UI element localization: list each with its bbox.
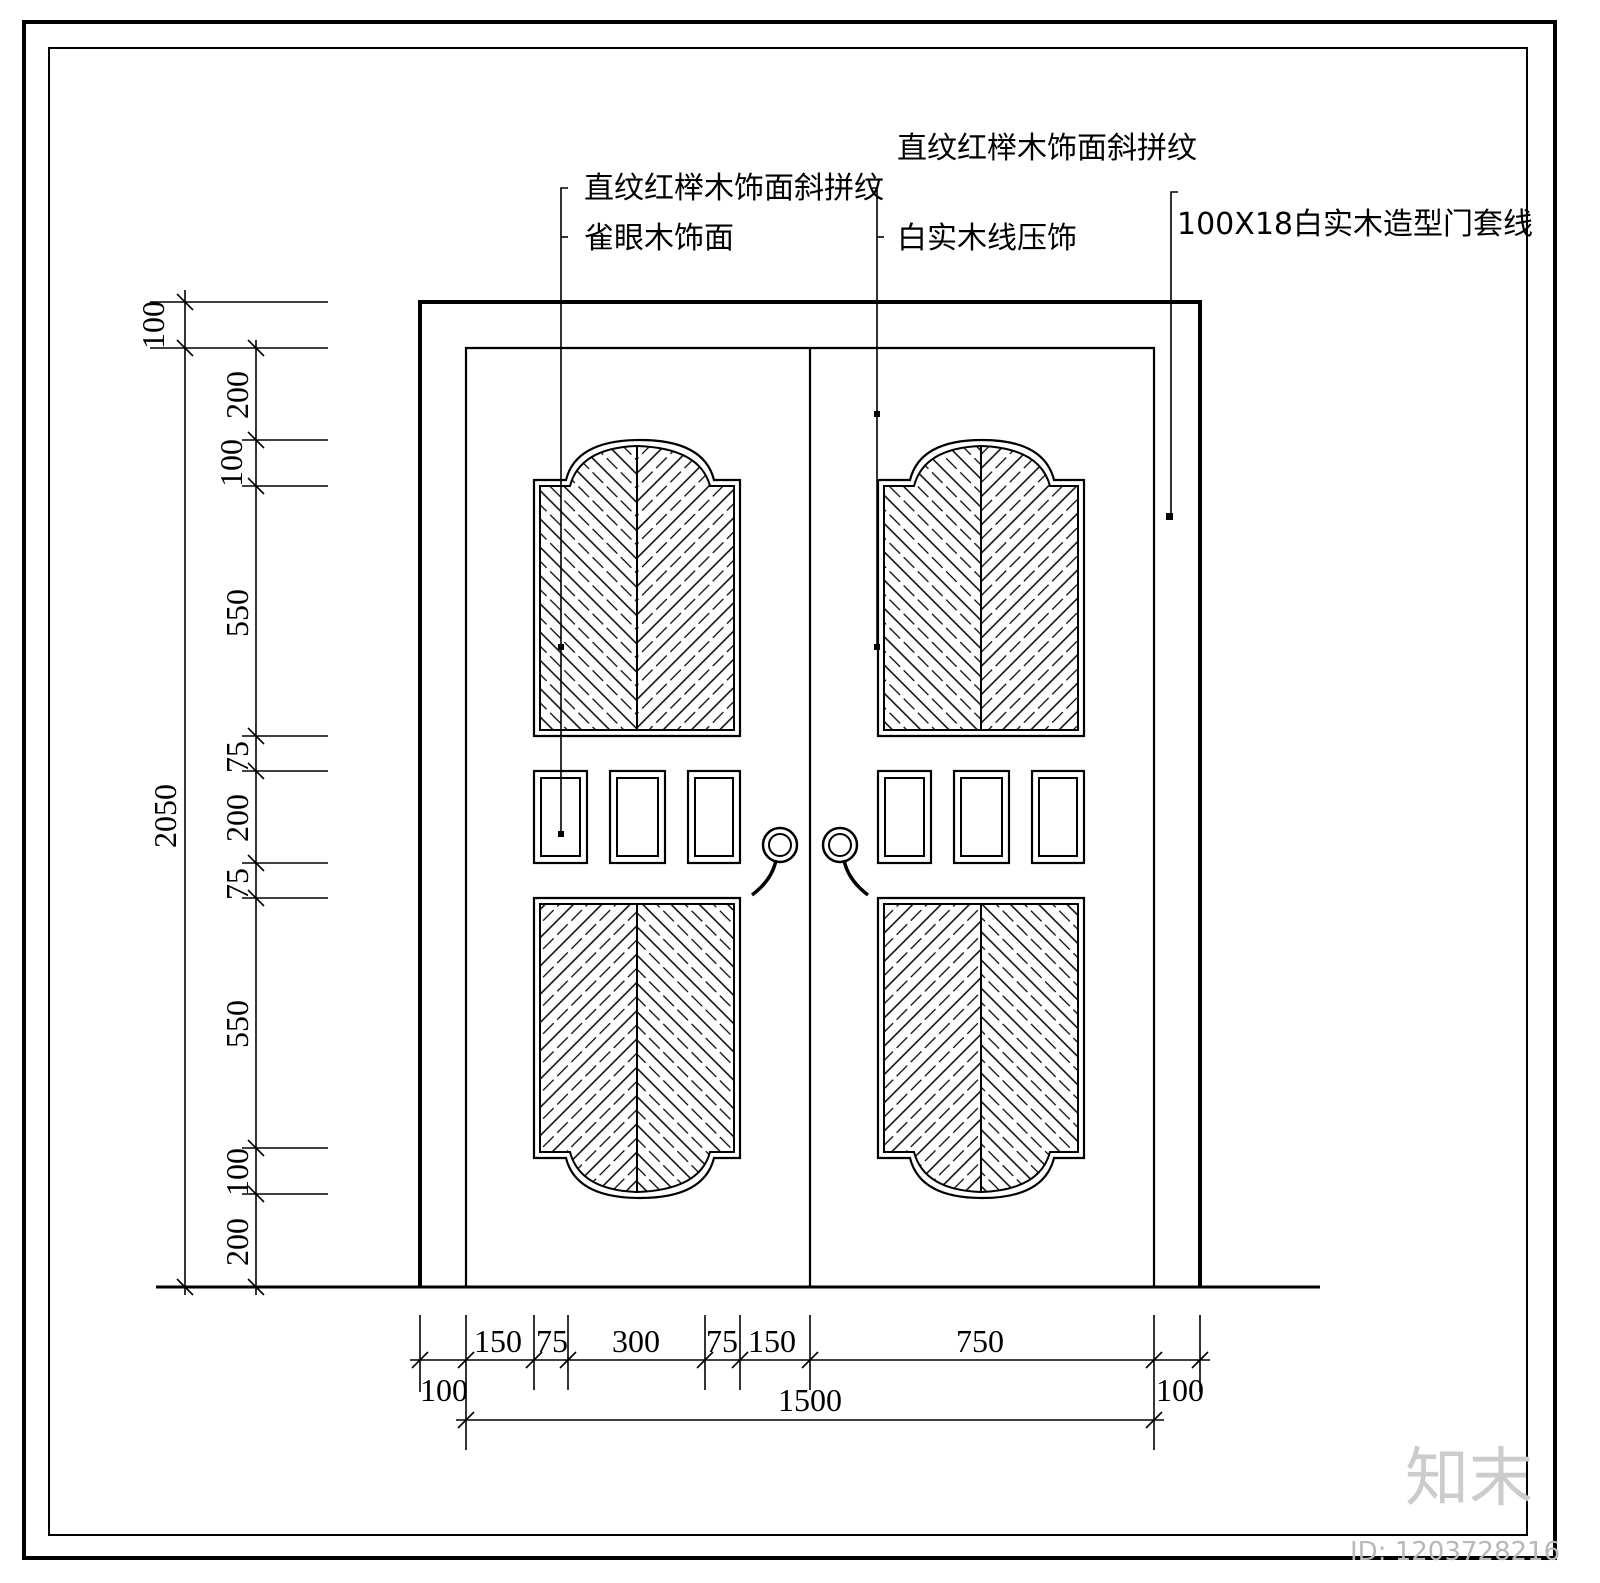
dim-vertical-0: 100	[135, 301, 171, 349]
left-small-panel-3-inner	[694, 777, 734, 857]
left-small-panel-3	[686, 769, 742, 865]
watermark-logo: 知末	[1405, 1442, 1533, 1516]
dim-vertical-4: 75	[219, 741, 255, 773]
left-upper-panel-frame	[532, 438, 742, 738]
left-small-panel-2-inner	[616, 777, 659, 857]
watermark-id: ID: 1203728216	[1350, 1537, 1560, 1567]
dim-horizontal-top-1: 75	[536, 1323, 568, 1359]
left-small-panel-2	[608, 769, 667, 865]
horizontal-dimension-lines	[410, 1315, 1210, 1450]
left-lower-panel-frame	[532, 896, 742, 1200]
right-small-panel-2	[952, 769, 1011, 865]
door-casing-outer	[418, 300, 1202, 1287]
outer-border	[22, 20, 1557, 1560]
dim-vertical-9: 200	[219, 1218, 255, 1266]
dim-horizontal-top-4: 150	[748, 1323, 796, 1359]
dim-horizontal-top-2: 300	[612, 1323, 660, 1359]
annotation-left-bottom: 雀眼木饰面	[584, 221, 734, 256]
right-upper-panel-frame	[876, 438, 1086, 738]
left-lower-panel-inlay-r	[636, 903, 735, 1194]
right-door-leaf	[821, 438, 1086, 1200]
left-door-handle-icon	[750, 826, 799, 897]
dim-horizontal-bottom-2: 100	[1156, 1372, 1204, 1408]
annotation-top-center: 直纹红榉木饰面斜拼纹	[897, 131, 1197, 166]
right-lower-panel-frame	[876, 896, 1086, 1200]
right-small-panel-3-inner	[1038, 777, 1078, 857]
annotation-right-center: 白实木线压饰	[897, 221, 1077, 256]
right-small-panel-1-inner	[884, 777, 925, 857]
dim-vertical-5: 200	[219, 794, 255, 842]
right-lower-panel-inlay-r	[980, 903, 1079, 1194]
dim-vertical-8: 100	[219, 1148, 255, 1196]
right-small-panel-1	[876, 769, 933, 865]
right-small-panel-3	[1030, 769, 1086, 865]
left-door-leaf	[532, 438, 799, 1200]
right-upper-panel-inlay-l	[883, 444, 982, 731]
right-lower-panel-inlay-l	[883, 903, 982, 1194]
left-upper-panel-inlay-r	[636, 444, 735, 731]
dim-vertical-2: 100	[213, 439, 249, 487]
vertical-dimension-lines	[150, 290, 328, 1296]
left-upper-panel-inlay-l	[539, 444, 638, 731]
annotation-right-frame: 100X18白实木造型门套线	[1177, 207, 1533, 242]
dim-vertical-6: 75	[219, 868, 255, 900]
dim-vertical-1: 200	[219, 371, 255, 419]
dim-horizontal-top-5: 750	[956, 1323, 1004, 1359]
dim-vertical-total: 2050	[147, 784, 183, 848]
inner-border	[48, 47, 1528, 1536]
dim-horizontal-top-3: 75	[706, 1323, 738, 1359]
dim-horizontal-bottom-1: 1500	[778, 1382, 842, 1418]
annotation-left-top: 直纹红榉木饰面斜拼纹	[584, 171, 884, 206]
dim-vertical-3: 550	[219, 589, 255, 637]
right-upper-panel-inlay-r	[980, 444, 1079, 731]
dim-horizontal-top-0: 150	[474, 1323, 522, 1359]
dim-vertical-7: 550	[219, 1000, 255, 1048]
right-door-handle-icon	[821, 826, 870, 897]
dim-horizontal-bottom-0: 100	[420, 1372, 468, 1408]
left-lower-panel-inlay-l	[539, 903, 638, 1194]
right-small-panel-2-inner	[960, 777, 1003, 857]
annotation-leaders	[558, 187, 1178, 837]
